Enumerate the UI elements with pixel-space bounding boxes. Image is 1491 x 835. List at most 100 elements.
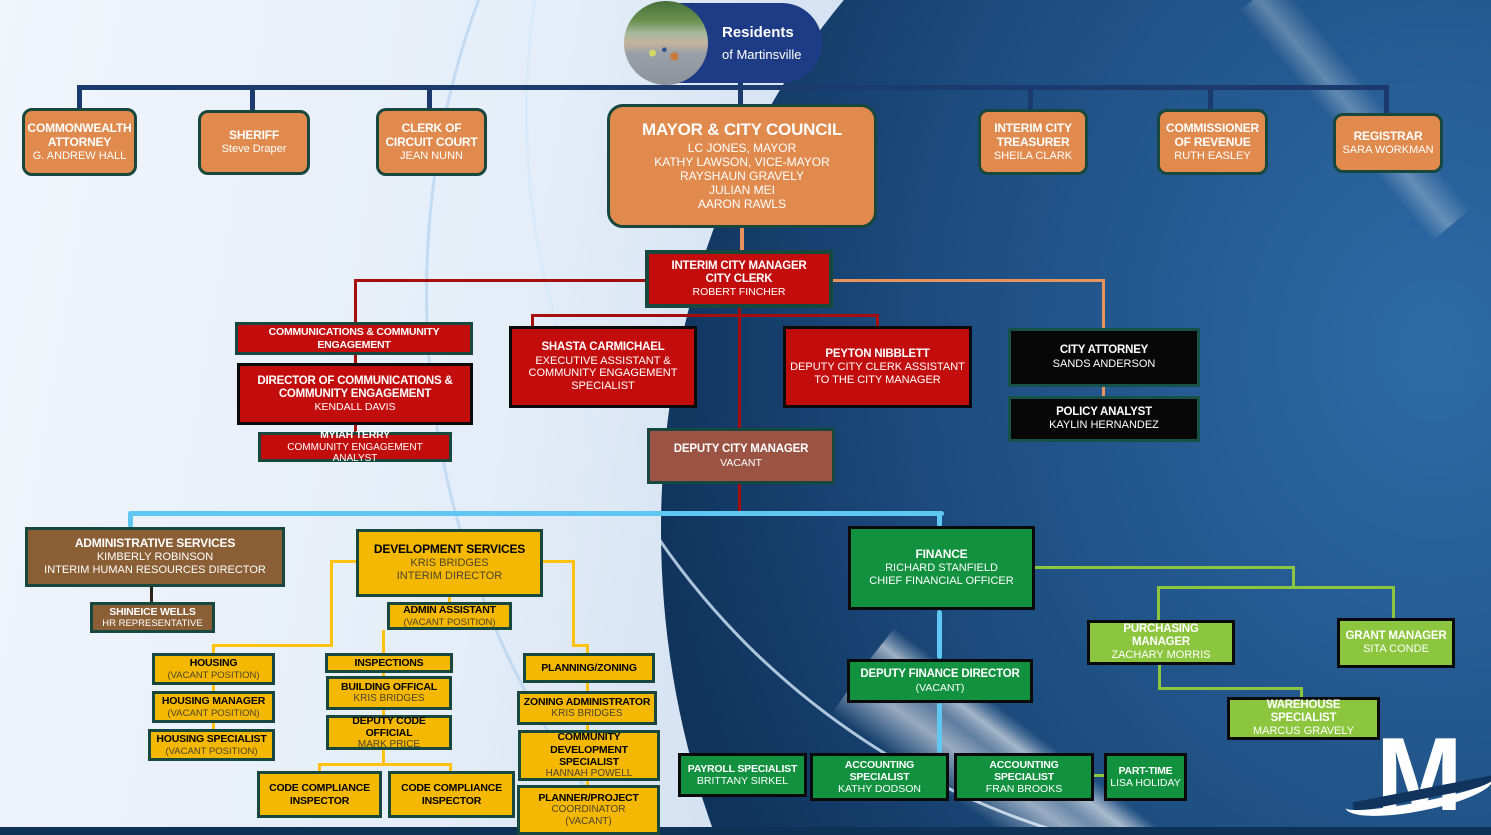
box-name: MARCUS GRAVELY — [1252, 725, 1355, 738]
connector — [354, 279, 645, 282]
connector — [738, 83, 743, 106]
connector — [1157, 586, 1395, 589]
connector — [448, 597, 451, 602]
box-title: MAYOR & CITY COUNCIL — [641, 120, 843, 140]
connector — [354, 279, 357, 322]
box-name: KIMBERLY ROBINSON — [96, 551, 214, 564]
box-title: CLERK OF CIRCUIT COURT — [385, 120, 478, 149]
org-box-commonwealth-attorney: COMMONWEALTH ATTORNEY G. ANDREW HALL — [22, 108, 137, 176]
connector — [876, 314, 879, 326]
box-role: INTERIM HUMAN RESOURCES DIRECTOR — [44, 563, 266, 576]
connector — [937, 703, 942, 753]
box-title: FINANCE — [915, 547, 968, 562]
org-box-admin-assistant: ADMIN ASSISTANT (VACANT POSITION) — [387, 602, 512, 630]
box-title: DEVELOPMENT SERVICES — [373, 542, 526, 557]
connector — [833, 279, 1105, 282]
box-name: ZACHARY MORRIS — [1111, 649, 1211, 662]
box-title: PURCHASING MANAGER — [1123, 622, 1199, 649]
org-box-interim-city-manager: INTERIM CITY MANAGER CITY CLERK ROBERT F… — [645, 250, 833, 308]
box-title: ZONING ADMINISTRATOR — [523, 696, 651, 709]
org-box-code-compliance-inspector-2: CODE COMPLIANCE INSPECTOR — [388, 771, 515, 818]
connector — [1208, 85, 1213, 111]
connector — [738, 308, 741, 428]
org-box-registrar: REGISTRAR SARA WORKMAN — [1333, 113, 1443, 173]
box-name: JULIAN MEI — [708, 182, 775, 197]
box-title: PEYTON NIBBLETT — [825, 347, 930, 360]
org-box-communications-engagement: COMMUNICATIONS & COMMUNITY ENGAGEMENT — [235, 322, 473, 355]
connector — [354, 425, 357, 432]
connector — [531, 314, 534, 326]
box-title: ADMIN ASSISTANT — [403, 604, 496, 617]
connector — [212, 644, 333, 647]
connector — [531, 314, 879, 317]
connector — [330, 560, 356, 563]
org-box-part-time: PART-TIME LISA HOLIDAY — [1104, 753, 1187, 801]
box-title: COMMUNITY DEVELOPMENT SPECIALIST — [550, 731, 628, 768]
box-title: DEPUTY CITY MANAGER — [673, 443, 809, 456]
box-name: (VACANT POSITION) — [165, 745, 258, 757]
org-box-housing-specialist: HOUSING SPECIALIST (VACANT POSITION) — [148, 729, 275, 761]
connector — [937, 513, 942, 527]
org-box-deputy-finance-director: DEPUTY FINANCE DIRECTOR (VACANT) — [847, 659, 1033, 703]
org-box-clerk-circuit-court: CLERK OF CIRCUIT COURT JEAN NUNN — [376, 108, 487, 176]
connector — [449, 763, 452, 771]
box-title: CODE COMPLIANCE INSPECTOR — [269, 782, 370, 807]
box-name: SHEILA CLARK — [993, 149, 1073, 162]
org-box-code-compliance-inspector-1: CODE COMPLIANCE INSPECTOR — [257, 771, 382, 818]
box-name: COMMUNITY ENGAGEMENT ANALYST — [287, 441, 423, 465]
org-box-city-attorney: CITY ATTORNEY SANDS ANDERSON — [1008, 328, 1200, 387]
connector — [586, 644, 589, 653]
connector — [1292, 566, 1295, 588]
box-title: CITY ATTORNEY — [1059, 344, 1149, 357]
box-name: JEAN NUNN — [400, 149, 463, 162]
box-name: KENDALL DAVIS — [314, 401, 396, 414]
connector — [586, 725, 589, 730]
box-title: GRANT MANAGER — [1345, 629, 1447, 642]
box-title: HOUSING SPECIALIST — [156, 733, 267, 746]
org-box-community-development-specialist: COMMUNITY DEVELOPMENT SPECIALIST HANNAH … — [518, 730, 660, 781]
box-name: VACANT — [720, 456, 762, 469]
org-box-sheriff: SHERIFF Steve Draper — [198, 110, 310, 175]
box-title: DEPUTY FINANCE DIRECTOR — [860, 668, 1020, 681]
connector — [212, 723, 215, 729]
org-box-communications-director: DIRECTOR OF COMMUNICATIONS & COMMUNITY E… — [237, 363, 473, 425]
box-name: KATHY LAWSON, VICE-MAYOR — [654, 155, 830, 169]
box-name: SITA CONDE — [1363, 643, 1429, 656]
connector — [250, 85, 255, 112]
connector — [543, 560, 575, 563]
connector — [1102, 279, 1105, 328]
box-role: (VACANT) — [565, 816, 612, 828]
org-box-policy-analyst: POLICY ANALYST KAYLIN HERNANDEZ — [1008, 396, 1200, 442]
connector-department-bus — [128, 511, 944, 516]
org-box-commissioner-of-revenue: COMMISSIONER OF REVENUE RUTH EASLEY — [1157, 109, 1268, 175]
box-name: KRIS BRIDGES — [551, 708, 623, 720]
box-title: PART-TIME — [1118, 764, 1173, 777]
box-name: (VACANT POSITION) — [167, 669, 260, 681]
org-box-purchasing-manager: PURCHASING MANAGER ZACHARY MORRIS — [1087, 620, 1235, 665]
box-name: HR REPRESENTATIVE — [102, 618, 203, 630]
box-name: (VACANT POSITION) — [167, 707, 260, 719]
box-name: FRAN BROOKS — [985, 783, 1063, 796]
box-title: COMMISSIONER OF REVENUE — [1166, 120, 1259, 149]
background-bottom-strip — [0, 827, 1491, 835]
box-title: INTERIM CITY TREASURER — [994, 120, 1072, 149]
org-box-grant-manager: GRANT MANAGER SITA CONDE — [1337, 618, 1455, 668]
box-title: HOUSING — [189, 657, 238, 670]
org-box-peyton-nibblett: PEYTON NIBBLETT DEPUTY CITY CLERK ASSIST… — [783, 326, 972, 408]
martinsville-logo: M — [1342, 717, 1491, 834]
connector — [382, 710, 385, 715]
connector — [740, 228, 744, 250]
box-name: MARK PRICE — [357, 738, 421, 750]
org-box-inspections: INSPECTIONS — [325, 653, 453, 673]
box-title: SHASTA CARMICHAEL — [541, 341, 665, 354]
connector — [150, 587, 153, 602]
connector — [318, 763, 321, 771]
org-box-planning-zoning: PLANNING/ZONING — [523, 653, 655, 683]
box-name: COORDINATOR — [551, 804, 626, 816]
box-name: RAYSHAUN GRAVELY — [679, 168, 805, 183]
box-title: ACCOUNTING SPECIALIST — [844, 758, 915, 783]
box-title: PLANNING/ZONING — [541, 661, 637, 674]
residents-subtitle: of Martinsville — [722, 47, 802, 62]
org-box-myiah-terry: MYIAH TERRY COMMUNITY ENGAGEMENT ANALYST — [258, 429, 452, 465]
